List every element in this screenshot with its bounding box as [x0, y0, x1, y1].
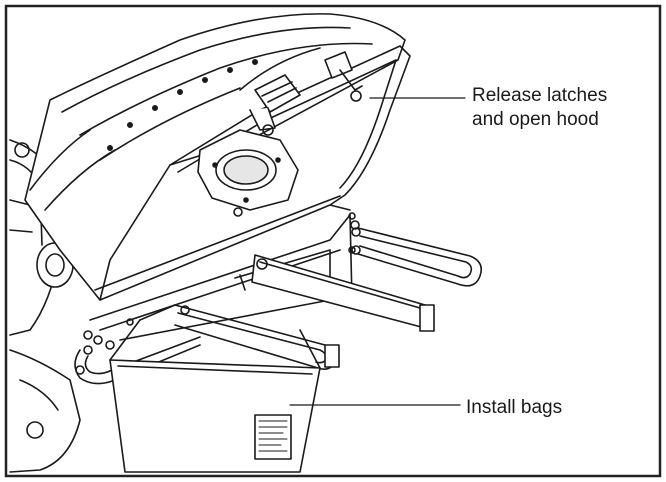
- hood: [24, 13, 406, 301]
- callout-install-bags: Install bags: [466, 397, 563, 418]
- middle-bar: [251, 254, 435, 332]
- pivot-bolts: [75, 305, 190, 375]
- front-bag-handle: [74, 304, 340, 385]
- callout-release-line2: and open hood: [472, 109, 599, 130]
- callout-release-latches: Release latches and open hood: [472, 84, 607, 132]
- frame-border: [4, 4, 662, 478]
- rear-bag-handle: [351, 227, 483, 287]
- chute-opening: [197, 129, 299, 217]
- callout-release-line1: Release latches: [472, 85, 608, 106]
- hood-latches: [249, 51, 363, 136]
- grass-bag: [109, 304, 321, 473]
- hood-frame: [94, 45, 411, 301]
